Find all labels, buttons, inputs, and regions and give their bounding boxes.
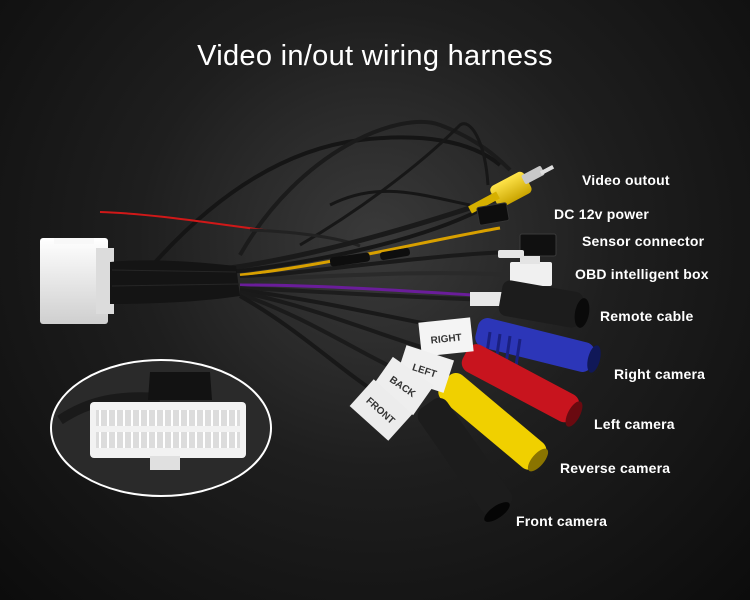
label-dc-power: DC 12v power [554, 206, 649, 222]
label-video-outout: Video outout [582, 172, 670, 188]
label-obd-box: OBD intelligent box [575, 266, 709, 282]
label-left-camera: Left camera [594, 416, 675, 432]
label-front-camera: Front camera [516, 513, 608, 529]
sensor-connector [498, 233, 557, 258]
obd-connector [510, 256, 552, 286]
dc-power-connector [476, 202, 510, 226]
page-title: Video in/out wiring harness [197, 40, 553, 72]
main-connector [40, 238, 114, 324]
video-rca-plug [468, 164, 555, 214]
left-camera-plug [461, 344, 583, 427]
tag-front: FRONT [349, 379, 413, 441]
tag-back: BACK [372, 356, 434, 416]
reverse-camera-plug [438, 372, 549, 472]
right-camera-plug [475, 318, 601, 373]
label-reverse-camera: Reverse camera [560, 460, 671, 476]
remote-cable-plug [470, 280, 590, 328]
label-sensor-connector: Sensor connector [582, 233, 705, 249]
svg-text:RIGHT: RIGHT [430, 332, 462, 346]
front-camera-plug [417, 397, 513, 522]
tag-right: RIGHT [418, 317, 474, 357]
connector-closeup-inset [50, 359, 272, 497]
label-remote-cable: Remote cable [600, 308, 694, 324]
label-right-camera: Right camera [614, 366, 706, 382]
